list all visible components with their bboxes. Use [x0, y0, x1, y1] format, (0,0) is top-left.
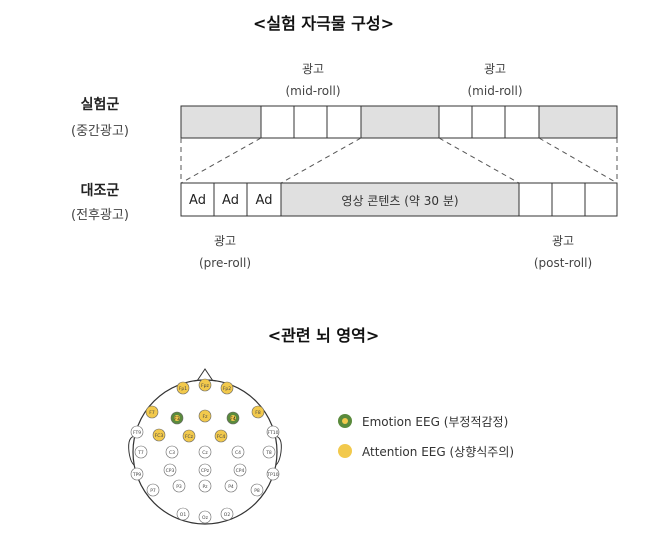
electrode-oz: Oz	[198, 510, 212, 524]
electrode-fp2: Fp2	[220, 381, 234, 395]
svg-text:Cz: Cz	[202, 450, 208, 456]
mapping-lines	[180, 137, 618, 184]
svg-text:FCz: FCz	[185, 434, 194, 440]
svg-text:O2: O2	[224, 512, 231, 518]
svg-text:Fp2: Fp2	[223, 386, 231, 392]
postroll-label: 광고 (post-roll)	[503, 230, 623, 274]
midroll-block-right	[438, 105, 540, 139]
electrode-p4: P4	[224, 479, 238, 493]
svg-text:FC3: FC3	[155, 433, 164, 439]
electrode-cz: Cz	[198, 445, 212, 459]
electrode-t7: T7	[134, 445, 148, 459]
svg-text:T8: T8	[265, 450, 272, 456]
experimental-group-name: 실험군	[80, 97, 120, 113]
electrode-f3: F3	[170, 411, 184, 425]
control-group-name: 대조군	[80, 183, 120, 199]
brain-section-title: <관련 뇌 영역>	[267, 326, 380, 345]
svg-text:F3: F3	[174, 416, 180, 422]
svg-text:TP9: TP9	[132, 472, 141, 478]
electrode-c4: C4	[231, 445, 245, 459]
electrode-cp4: CP4	[233, 463, 247, 477]
emotion-marker-icon	[338, 414, 352, 428]
electrode-cpz: CPz	[198, 463, 212, 477]
electrode-c3: C3	[165, 445, 179, 459]
electrode-fcz: FCz	[182, 429, 196, 443]
svg-text:Fp1: Fp1	[179, 386, 187, 392]
svg-text:F8: F8	[255, 410, 261, 416]
experimental-bar	[180, 105, 618, 139]
electrode-pz: Pz	[198, 479, 212, 493]
svg-text:P3: P3	[176, 484, 182, 490]
svg-text:P4: P4	[228, 484, 234, 490]
svg-text:Oz: Oz	[202, 515, 209, 521]
postroll-label-sub: (post-roll)	[533, 256, 593, 270]
electrode-f4: F4	[226, 411, 240, 425]
electrode-ft9: FT9	[130, 425, 144, 439]
electrode-p3: P3	[172, 479, 186, 493]
electrode-tp10: TP10	[266, 467, 280, 481]
svg-text:FT9: FT9	[133, 430, 141, 436]
electrode-o2: O2	[220, 507, 234, 521]
control-group-sub: (전후광고)	[71, 208, 129, 223]
svg-text:FT10: FT10	[268, 430, 279, 436]
preroll-label-text: 광고	[213, 234, 237, 248]
svg-text:O1: O1	[180, 512, 187, 518]
legend-attention-label: Attention EEG (상향식주의)	[362, 445, 515, 459]
legend-emotion-label: Emotion EEG (부정적감정)	[362, 415, 509, 429]
svg-text:CPz: CPz	[201, 468, 210, 474]
midroll-label-text: 광고	[483, 62, 507, 76]
midroll-label-text: 광고	[301, 62, 325, 76]
stimulus-diagram	[180, 105, 618, 217]
electrode-cp3: CP3	[163, 463, 177, 477]
electrode-fz: Fz	[198, 409, 212, 423]
preroll-ad-cell: Ad	[255, 193, 273, 208]
svg-text:T7: T7	[137, 450, 144, 456]
electrode-fc4: FC4	[214, 429, 228, 443]
svg-text:P7: P7	[150, 488, 156, 494]
preroll-label-sub: (pre-roll)	[198, 256, 252, 270]
midroll-label-sub: (mid-roll)	[285, 84, 341, 98]
stimulus-section-title: <실험 자극물 구성>	[253, 14, 394, 33]
postroll-label-text: 광고	[551, 234, 575, 248]
electrode-fpz: Fpz	[198, 378, 212, 392]
midroll-block-left	[260, 105, 362, 139]
svg-text:Fz: Fz	[203, 414, 209, 420]
preroll-ad-cell: Ad	[222, 193, 239, 208]
electrode-f7: F7	[145, 405, 159, 419]
preroll-label: 광고 (pre-roll)	[165, 230, 285, 274]
electrode-t8: T8	[262, 445, 276, 459]
svg-text:TP10: TP10	[266, 472, 278, 478]
midroll-label-left: 광고 (mid-roll)	[253, 58, 373, 102]
electrode-ft10: FT10	[266, 425, 280, 439]
svg-text:P8: P8	[254, 488, 260, 494]
svg-text:CP4: CP4	[236, 468, 245, 474]
svg-text:F4: F4	[230, 416, 236, 422]
attention-marker-icon	[338, 444, 352, 458]
svg-text:C4: C4	[235, 450, 241, 456]
svg-text:CP3: CP3	[166, 468, 175, 474]
svg-text:F7: F7	[149, 410, 155, 416]
electrode-o1: O1	[176, 507, 190, 521]
svg-text:Fpz: Fpz	[201, 383, 209, 389]
electrode-fc3: FC3	[152, 428, 166, 442]
electrode-fp1: Fp1	[176, 381, 190, 395]
midroll-label-right: 광고 (mid-roll)	[435, 58, 555, 102]
electrode-p7: P7	[146, 483, 160, 497]
electrode-tp9: TP9	[130, 467, 144, 481]
preroll-ad-cell: Ad	[189, 193, 206, 208]
content-block	[280, 182, 520, 217]
svg-text:C3: C3	[169, 450, 175, 456]
electrode-p8: P8	[250, 483, 264, 497]
experimental-group-sub: (중간광고)	[71, 124, 129, 139]
midroll-label-sub: (mid-roll)	[467, 84, 523, 98]
electrode-f8: F8	[251, 405, 265, 419]
svg-text:Pz: Pz	[202, 484, 208, 490]
content-label: 영상 콘텐츠 (약 30 분)	[341, 194, 459, 208]
svg-text:FC4: FC4	[217, 434, 226, 440]
